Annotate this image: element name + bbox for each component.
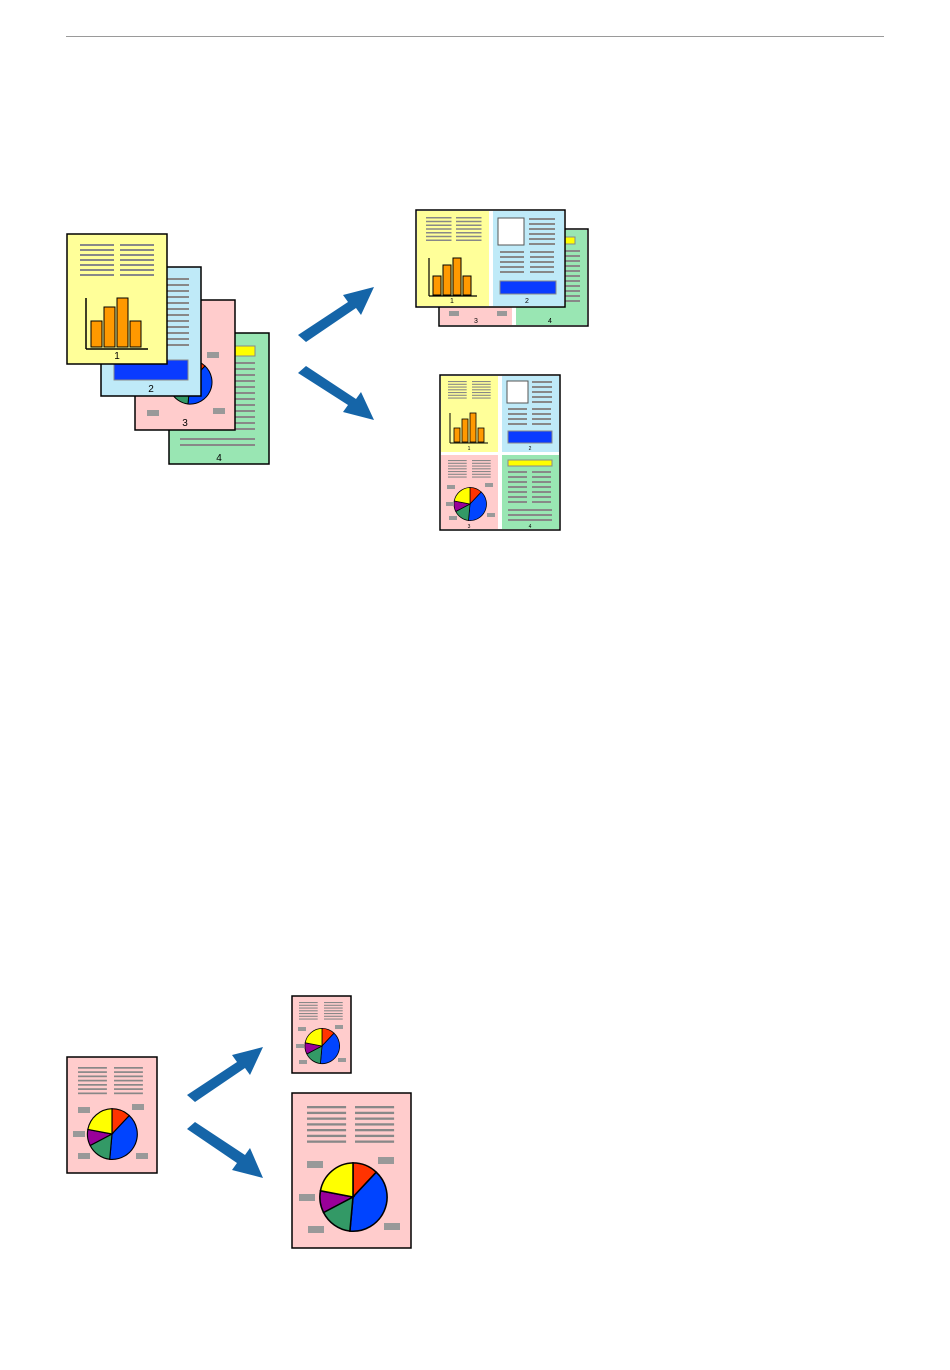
page-number: 3 xyxy=(474,318,478,325)
source-page-1: 1 xyxy=(67,234,167,364)
page-number: 4 xyxy=(216,453,222,464)
page-number: 1 xyxy=(114,351,120,362)
pie-chart-icon xyxy=(454,488,487,521)
four-up-result: 1 2 3 4 xyxy=(440,375,560,530)
pie-chart-icon xyxy=(320,1163,387,1231)
scale-source-page xyxy=(67,1057,157,1173)
page-number: 1 xyxy=(450,298,454,305)
page-number: 3 xyxy=(468,524,471,530)
page-number: 2 xyxy=(525,298,529,305)
page-number: 3 xyxy=(182,418,188,429)
pie-chart-icon xyxy=(305,1028,340,1063)
page-number: 2 xyxy=(529,446,532,452)
page-number: 2 xyxy=(148,384,154,395)
arrow-icon xyxy=(298,287,374,342)
enlarged-page xyxy=(292,1093,411,1248)
two-up-result: 3 4 1 2 xyxy=(416,210,588,326)
reduced-page xyxy=(292,996,351,1073)
arrow-icon xyxy=(298,366,374,420)
arrow-icon xyxy=(187,1122,263,1178)
page-number: 1 xyxy=(468,446,471,452)
arrow-icon xyxy=(187,1047,263,1102)
page-number: 4 xyxy=(548,318,552,325)
page-number: 4 xyxy=(529,524,532,530)
pie-chart-icon xyxy=(87,1109,137,1160)
